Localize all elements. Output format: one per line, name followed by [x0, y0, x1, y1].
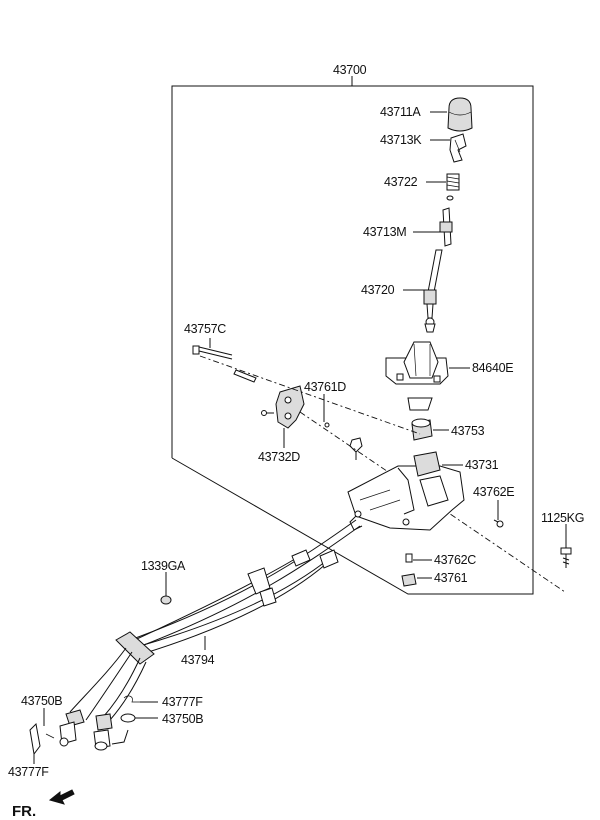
label-clip-left: 43777F: [8, 765, 49, 779]
bushing-part: [411, 418, 433, 441]
cable-part: [69, 519, 361, 721]
label-washer-right: 43750B: [162, 712, 203, 726]
clip-left-part: [29, 722, 41, 756]
label-screw-e: 43762E: [473, 485, 514, 499]
cable-end-curve: [111, 729, 129, 745]
boot-part: [385, 341, 449, 385]
label-housing: 43731: [465, 458, 499, 472]
label-assembly: 43700: [333, 63, 367, 77]
cable-end-left: [45, 709, 85, 747]
label-bracket: 43732D: [258, 450, 300, 464]
label-boot: 84640E: [472, 361, 513, 375]
screw-e-part: [493, 519, 504, 528]
cable-end-right: [93, 713, 113, 751]
label-knob: 43711A: [380, 105, 421, 119]
knob-clip-part: [449, 133, 467, 163]
clip-spring-part: [233, 369, 257, 383]
assembly-boundary: [171, 85, 534, 595]
label-screw-c: 43762C: [434, 553, 476, 567]
label-cable: 43794: [181, 653, 215, 667]
label-clip-right: 43777F: [162, 695, 203, 709]
label-pin: 43757C: [184, 322, 226, 336]
grommet-part: [160, 595, 172, 605]
label-lever: 43720: [361, 283, 395, 297]
label-nut: 43761: [434, 571, 468, 585]
label-washer-left: 43750B: [21, 694, 62, 708]
washer-right-part: [120, 713, 136, 723]
label-front: FR.: [12, 803, 36, 820]
label-bushing: 43753: [451, 424, 485, 438]
bracket-screw-part: [261, 410, 274, 416]
pin-part: [192, 345, 233, 360]
housing-part: [347, 451, 465, 531]
lever-part: [423, 249, 443, 333]
label-bracket-bolt: 43761D: [304, 380, 346, 394]
screw-c-part: [405, 553, 413, 563]
axis-line-1: [199, 355, 421, 435]
knob-part: [447, 97, 473, 132]
nut-part: [401, 573, 417, 587]
bushing-clip-part: [407, 397, 433, 411]
bolt-part: [560, 531, 572, 568]
label-bolt: 1125KG: [541, 511, 584, 525]
housing-clip-part: [349, 437, 363, 460]
label-knob-clip: 43713K: [380, 133, 422, 147]
label-shift-rod: 43713M: [363, 225, 406, 239]
label-grommet: 1339GA: [141, 559, 186, 573]
ring-part: [446, 195, 454, 201]
clip-right-part: [123, 695, 140, 703]
shift-rod-part: [439, 207, 453, 247]
spring-part: [446, 173, 460, 191]
bracket-part: [275, 385, 305, 429]
axis-line-2: [299, 411, 566, 593]
bracket-bolt-part: [324, 422, 330, 428]
label-spring: 43722: [384, 175, 418, 189]
front-arrow-icon: [48, 789, 75, 805]
